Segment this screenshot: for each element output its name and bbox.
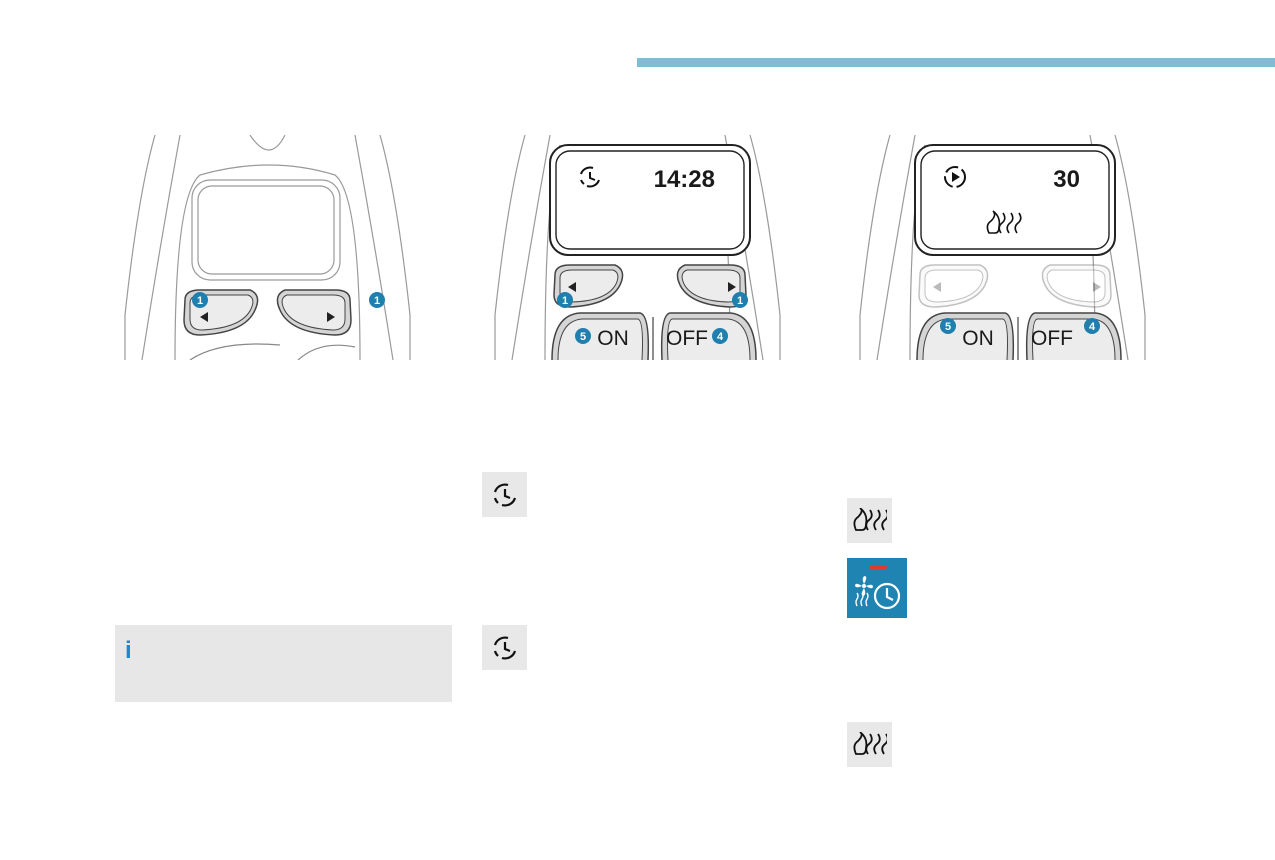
badge-1-left: 1 [192,292,208,308]
svg-text:5: 5 [580,331,586,343]
svg-text:5: 5 [945,321,951,333]
ventilation-timer-icon [847,558,907,618]
right-arrow-button [276,289,352,336]
svg-text:ON: ON [597,327,629,350]
timer-icon [482,625,527,670]
badge-5: 5 [575,328,591,344]
badge-4: 4 [712,328,728,344]
heating-icon [847,498,892,543]
right-arrow-button [1041,264,1112,308]
heating-icon [847,722,892,767]
display-minutes: 30 [1053,166,1080,193]
badge-1-left: 1 [557,292,573,308]
header-bar [637,58,1275,67]
remote-illustration-1: 1 1 [120,135,415,360]
timer-active-icon [944,166,966,188]
badge-1-right: 1 [369,292,385,308]
svg-text:4: 4 [1089,321,1096,333]
off-button: OFF [1025,312,1122,360]
off-button: OFF [660,312,757,360]
timer-icon [482,472,527,517]
badge-5: 5 [940,318,956,334]
svg-text:OFF: OFF [1031,327,1073,350]
on-button: ON [916,312,1015,360]
remote-illustration-3: 30 ON OFF 5 [855,135,1150,360]
svg-text:OFF: OFF [666,327,708,350]
right-arrow-button [676,264,747,308]
timer-icon [580,166,600,188]
left-arrow-button [553,264,624,308]
left-arrow-button [918,264,989,308]
info-box: i [115,625,452,702]
info-icon: i [125,637,132,664]
badge-1-right: 1 [732,292,748,308]
svg-text:1: 1 [562,295,568,307]
svg-text:4: 4 [717,331,724,343]
svg-text:1: 1 [737,295,743,307]
lcd-display [549,144,751,256]
heating-icon [986,210,1022,234]
remote-illustration-2: 14:28 ON OFF 1 1 [490,135,785,360]
display-time: 14:28 [654,166,715,193]
on-button: ON [551,312,650,360]
badge-4: 4 [1084,318,1100,334]
svg-text:1: 1 [374,295,380,307]
svg-text:1: 1 [197,295,203,307]
lcd-display [914,144,1116,256]
svg-text:ON: ON [962,327,994,350]
